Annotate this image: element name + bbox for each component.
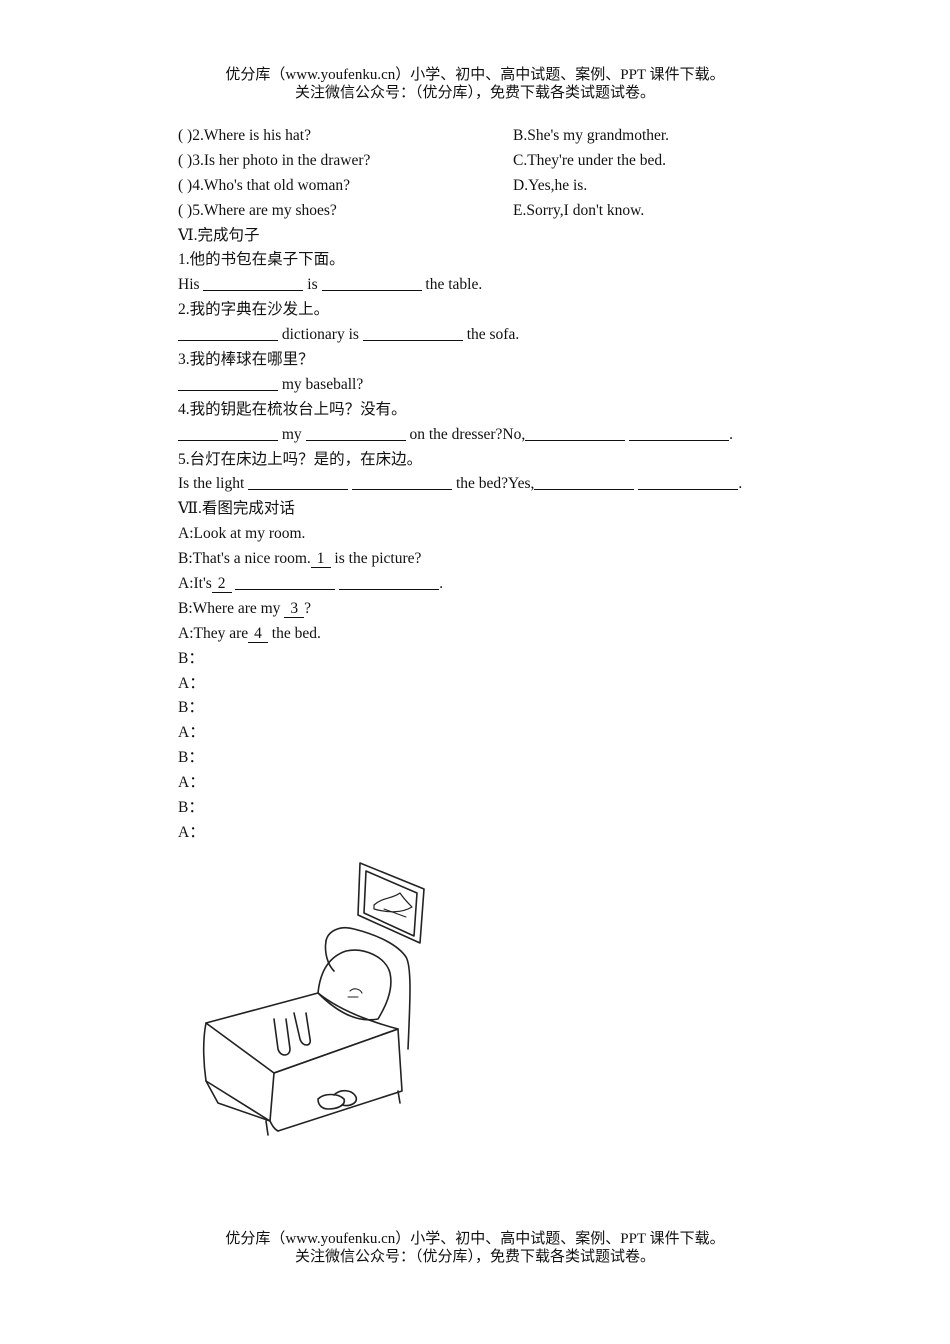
- blank-number[interactable]: 4: [248, 625, 268, 643]
- bedroom-illustration: [202, 862, 425, 1136]
- answer-blank[interactable]: [352, 473, 453, 491]
- worksheet-content: ( )2.Where is his hat? B.She's my grandm…: [178, 124, 818, 846]
- blank-number[interactable]: 1: [310, 551, 331, 569]
- footer-line-1: 优分库（www.youfenku.cn）小学、初中、高中试题、案例、PPT 课件…: [225, 1231, 725, 1247]
- answer-blank[interactable]: [534, 473, 635, 491]
- page-header: 优分库（www.youfenku.cn）小学、初中、高中试题、案例、PPT 课件…: [0, 66, 950, 102]
- answer-blank[interactable]: [305, 424, 406, 441]
- footer-line-2: 关注微信公众号：（优分库），免费下载各类试题试卷。: [294, 1249, 655, 1265]
- sentence-cn: 3.我的棒球在哪里？: [178, 351, 314, 369]
- answer-blank[interactable]: [203, 274, 304, 292]
- speaker-line[interactable]: A：: [178, 774, 205, 792]
- sentence-en: my on the dresser?No, .: [178, 423, 818, 448]
- header-line-1: 优分库（www.youfenku.cn）小学、初中、高中试题、案例、PPT 课件…: [225, 67, 725, 83]
- speaker-line[interactable]: A：: [178, 724, 205, 742]
- blank-number[interactable]: 2: [211, 576, 232, 594]
- matching-row: ( )5.Where are my shoes? E.Sorry,I don't…: [178, 199, 818, 224]
- sentence-cn: 1.他的书包在桌子下面。: [178, 251, 345, 269]
- answer-blank[interactable]: [638, 473, 739, 491]
- sentence-en: His is the table.: [178, 274, 483, 294]
- bed: [202, 926, 411, 1136]
- sentence-en: dictionary is the sofa.: [178, 323, 818, 348]
- answer-blank[interactable]: [178, 324, 278, 342]
- matching-answer: E.Sorry,I don't know.: [513, 201, 645, 219]
- sentence-en: Is the light the bed?Yes, .: [178, 473, 743, 493]
- sentence-cn: 4.我的钥匙在梳妆台上吗？没有。: [178, 400, 407, 418]
- answer-blank[interactable]: [362, 324, 463, 342]
- sentence-cn: 2.我的字典在沙发上。: [178, 301, 330, 319]
- dialogue-line: A:Look at my room.: [178, 525, 306, 543]
- section-6-title: Ⅵ.完成句子: [178, 226, 260, 244]
- answer-blank[interactable]: [248, 473, 349, 491]
- blank-number[interactable]: 3: [284, 600, 305, 618]
- speaker-line[interactable]: B：: [178, 799, 204, 817]
- matching-question: ( )4.Who's that old woman?: [178, 176, 350, 194]
- matching-answer: D.Yes,he is.: [513, 176, 588, 194]
- matching-answer: C.They're under the bed.: [513, 151, 667, 169]
- answer-blank[interactable]: [339, 573, 440, 591]
- page-footer: 优分库（www.youfenku.cn）小学、初中、高中试题、案例、PPT 课件…: [0, 1230, 950, 1266]
- sentence-en: my baseball?: [178, 373, 818, 398]
- answer-blank[interactable]: [235, 573, 336, 591]
- answer-blank[interactable]: [321, 274, 422, 292]
- matching-question: ( )2.Where is his hat?: [178, 127, 311, 144]
- matching-row: ( )4.Who's that old woman? D.Yes,he is.: [178, 174, 818, 199]
- speaker-line[interactable]: B：: [178, 699, 204, 717]
- sentence-cn: 5.台灯在床边上吗？是的，在床边。: [178, 450, 423, 468]
- answer-blank[interactable]: [178, 374, 278, 391]
- section-7-title: Ⅶ.看图完成对话: [178, 500, 295, 518]
- shoes-under-bed: [317, 1089, 358, 1110]
- speaker-line[interactable]: B：: [178, 649, 204, 667]
- answer-blank[interactable]: [525, 424, 626, 441]
- matching-row: ( )3.Is her photo in the drawer? C.They'…: [178, 149, 818, 174]
- socks: [273, 1012, 312, 1056]
- matching-row: ( )2.Where is his hat? B.She's my grandm…: [178, 124, 818, 149]
- wall-picture-frame: [357, 862, 425, 944]
- speaker-line[interactable]: B：: [178, 749, 204, 767]
- matching-answer: B.She's my grandmother.: [513, 127, 670, 144]
- header-line-2: 关注微信公众号：（优分库），免费下载各类试题试卷。: [294, 85, 655, 101]
- speaker-line[interactable]: A：: [178, 674, 205, 692]
- answer-blank[interactable]: [629, 424, 730, 441]
- speaker-line[interactable]: A：: [178, 823, 205, 841]
- answer-blank[interactable]: [178, 424, 278, 441]
- matching-question: ( )3.Is her photo in the drawer?: [178, 151, 371, 169]
- dialogue-line: B:Where are my 3?: [178, 599, 311, 618]
- matching-question: ( )5.Where are my shoes?: [178, 201, 337, 219]
- dialogue-line: B:That's a nice room.1 is the picture?: [178, 550, 422, 569]
